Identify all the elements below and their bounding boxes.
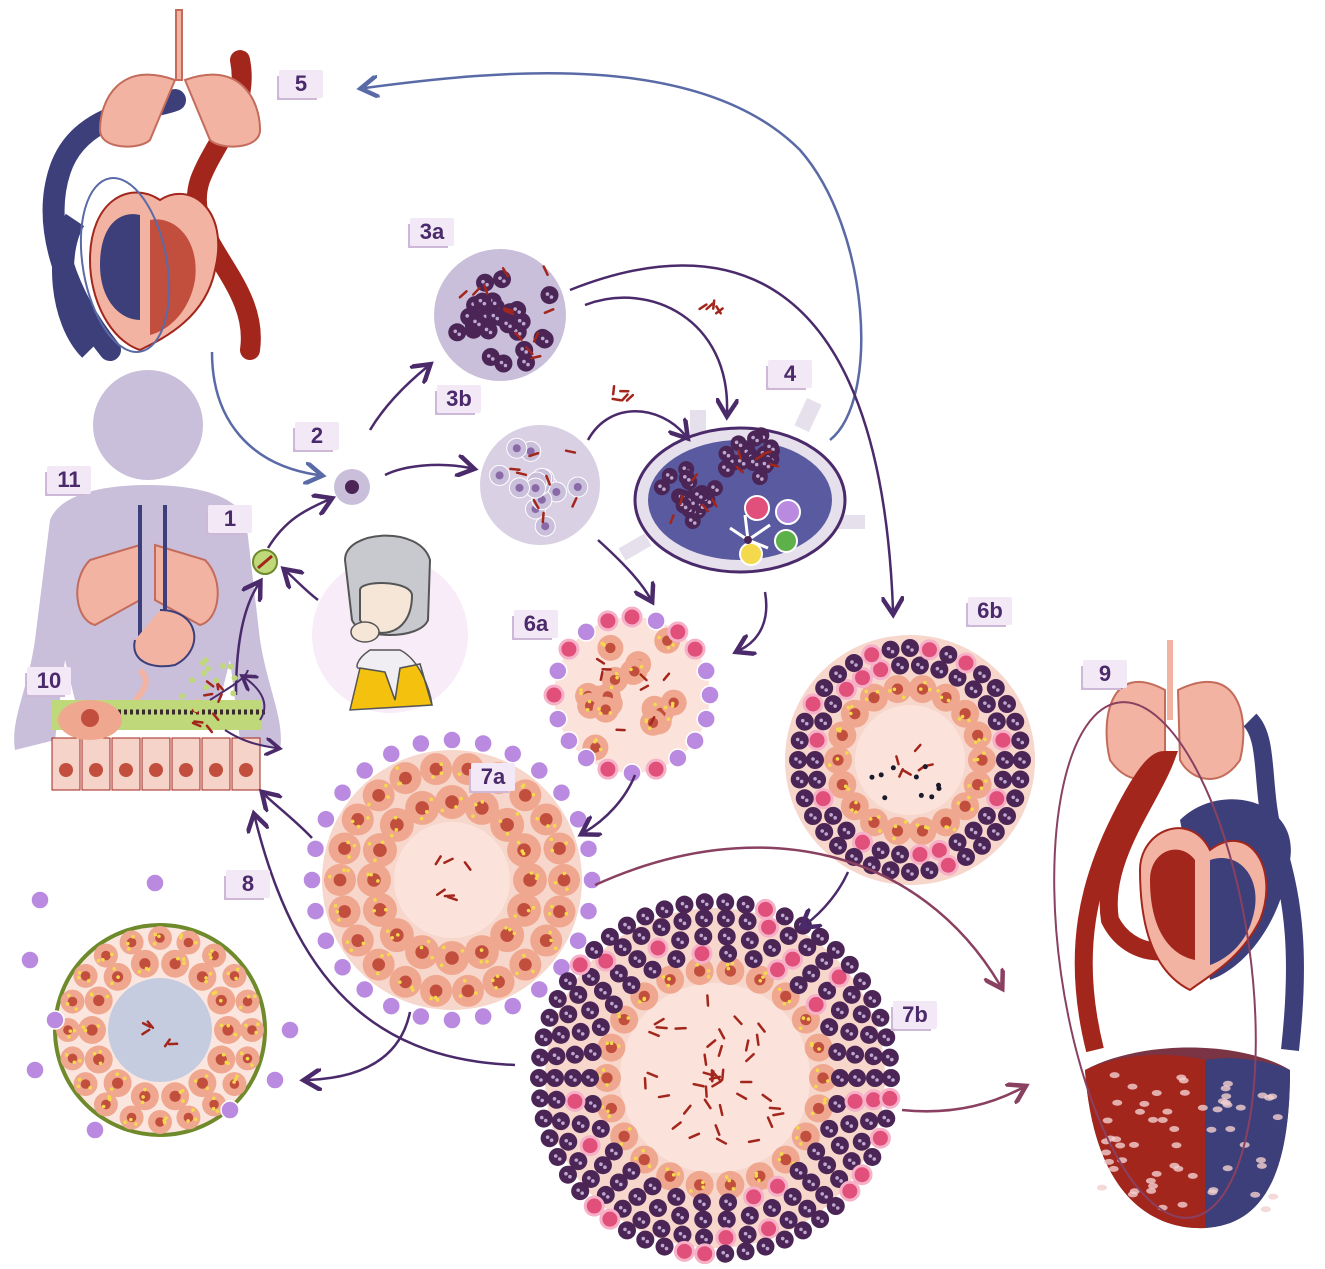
arrow-2-to-3b: [385, 465, 470, 475]
arrow-3b-to-4: [588, 411, 685, 440]
granuloma-7a: [303, 731, 601, 1029]
granuloma-7b: [530, 893, 900, 1262]
arrow-6a-to-7a: [585, 775, 635, 832]
label-5: 5: [279, 70, 323, 98]
arrow-3a-to-4: [585, 298, 727, 412]
cell-cluster-3a: [434, 249, 566, 381]
arrow-7a-to-8: [308, 1012, 410, 1080]
arrow-7b-to-9: [902, 1088, 1022, 1111]
label-10: 10: [27, 667, 71, 695]
arrow-5-to-2: [212, 352, 318, 475]
label-8: 8: [226, 870, 270, 898]
label-7a: 7a: [471, 763, 515, 791]
arrow-2-to-3a: [370, 367, 427, 430]
label-11: 11: [47, 466, 91, 494]
label-2: 2: [295, 422, 339, 450]
droplet-1: [253, 550, 277, 574]
granuloma-6a: [545, 608, 719, 782]
arrow-4-to-6a: [740, 592, 766, 650]
coughing-patient-illustration: [312, 536, 468, 713]
arrow-7a-to-10: [265, 795, 312, 838]
intestinal-epithelium-10: [52, 700, 265, 790]
label-3b: 3b: [437, 385, 481, 413]
arrow-6b-to-7b: [805, 872, 848, 925]
granuloma-6b: [785, 635, 1035, 885]
encapsulated-granuloma-8: [21, 874, 299, 1139]
arrow-patient-to-1: [287, 572, 318, 600]
arrow-1-to-2: [268, 500, 328, 548]
circulation-panel-5: [54, 10, 260, 359]
circulation-panel-9: [1025, 640, 1295, 1231]
label-4: 4: [768, 360, 812, 388]
label-6b: 6b: [968, 597, 1012, 625]
label-1: 1: [208, 505, 252, 533]
label-7b: 7b: [893, 1001, 937, 1029]
label-6a: 6a: [514, 610, 558, 638]
label-9: 9: [1083, 660, 1127, 688]
cell-cluster-3b: [480, 425, 600, 545]
lymph-node-4: [619, 398, 865, 572]
label-3a: 3a: [410, 218, 454, 246]
infected-macrophage-2: [334, 469, 370, 505]
